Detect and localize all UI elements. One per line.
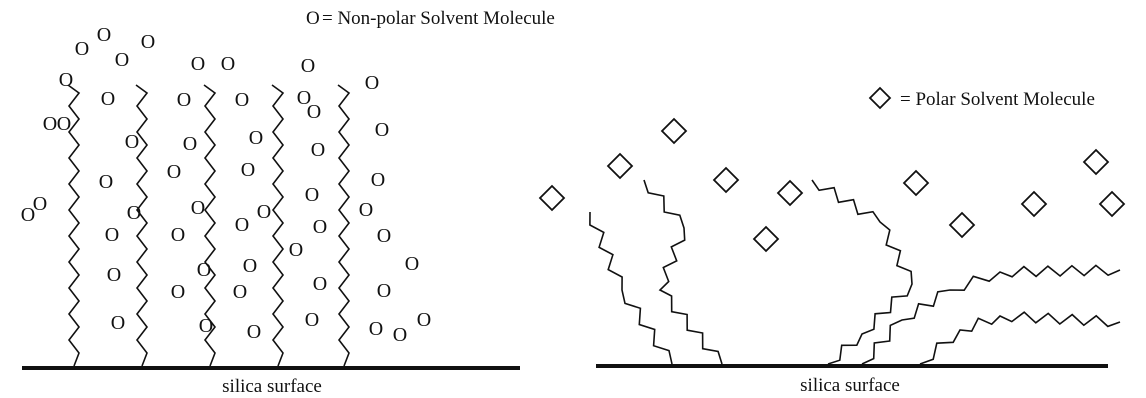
nonpolar-solvent-molecule: O [405, 253, 419, 275]
polar-solvent-molecule-icon [948, 211, 976, 239]
nonpolar-solvent-molecule: O [305, 184, 319, 206]
right-alkyl-chains [589, 179, 1121, 365]
nonpolar-solvent-molecule: O [191, 197, 205, 219]
nonpolar-solvent-molecule: O [243, 255, 257, 277]
nonpolar-solvent-molecule: O [191, 53, 205, 75]
alkyl-chain [589, 211, 673, 365]
alkyl-chain [643, 179, 723, 365]
nonpolar-solvent-molecule: O [417, 309, 431, 331]
nonpolar-solvent-molecule: O [171, 224, 185, 246]
nonpolar-legend-label: = Non-polar Solvent Molecule [322, 8, 555, 29]
polar-solvent-molecule-icon [660, 117, 688, 145]
nonpolar-solvent-molecule: O [235, 214, 249, 236]
polar-solvent-molecules [538, 117, 1126, 253]
alkyl-chain [271, 84, 285, 367]
nonpolar-solvent-molecule: O [313, 273, 327, 295]
polar-solvent-molecule-icon [776, 179, 804, 207]
polar-solvent-molecule-icon [538, 184, 566, 212]
nonpolar-solvent-molecule: O [125, 131, 139, 153]
alkyl-chain [861, 264, 1121, 365]
polar-legend-diamond-icon [868, 86, 892, 110]
left-alkyl-chains [67, 84, 351, 367]
nonpolar-solvent-molecule: O [375, 119, 389, 141]
polar-panel: = Polar Solvent Molecule silica surface [538, 86, 1126, 396]
nonpolar-solvent-molecule: O [377, 225, 391, 247]
nonpolar-solvent-molecule: O [369, 318, 383, 340]
nonpolar-solvent-molecule: O [101, 88, 115, 110]
polar-solvent-molecule-icon [1082, 148, 1110, 176]
nonpolar-solvent-molecule: O [247, 321, 261, 343]
nonpolar-solvent-molecule: O [105, 224, 119, 246]
nonpolar-solvent-molecule: O [249, 127, 263, 149]
polar-solvent-molecule-icon [1098, 190, 1126, 218]
nonpolar-solvent-molecule: O [99, 171, 113, 193]
alkyl-chain [135, 84, 149, 367]
nonpolar-solvent-molecule: O [307, 101, 321, 123]
nonpolar-solvent-molecule: O [377, 280, 391, 302]
nonpolar-solvent-molecule: O [115, 49, 129, 71]
nonpolar-solvent-molecule: O [57, 113, 71, 135]
nonpolar-solvent-molecule: O [241, 159, 255, 181]
nonpolar-solvent-molecule: O [311, 139, 325, 161]
nonpolar-solvent-molecule: O [393, 324, 407, 346]
nonpolar-solvent-molecule: O [289, 239, 303, 261]
nonpolar-legend-symbol: O [306, 8, 320, 29]
nonpolar-solvent-molecule: O [75, 38, 89, 60]
nonpolar-solvent-molecule: O [107, 264, 121, 286]
nonpolar-solvent-molecule: O [111, 312, 125, 334]
nonpolar-solvent-molecule: O [297, 87, 311, 109]
alkyl-chain [203, 84, 217, 367]
nonpolar-solvent-molecule: O [235, 89, 249, 111]
polar-solvent-molecule-icon [1020, 190, 1048, 218]
right-silica-surface-label: silica surface [800, 375, 900, 396]
nonpolar-solvent-molecule: O [365, 72, 379, 94]
nonpolar-solvent-molecule: O [97, 24, 111, 46]
polar-legend-label: = Polar Solvent Molecule [900, 89, 1095, 110]
alkyl-chain [919, 311, 1121, 365]
nonpolar-solvent-molecule: O [257, 201, 271, 223]
nonpolar-solvent-molecule: O [301, 55, 315, 77]
polar-solvent-molecule-icon [902, 169, 930, 197]
alkyl-chain [337, 84, 351, 367]
nonpolar-solvent-molecule: O [33, 193, 47, 215]
alkyl-chain [67, 84, 81, 367]
alkyl-chain [811, 179, 913, 365]
nonpolar-solvent-molecule: O [371, 169, 385, 191]
nonpolar-solvent-molecule: O [221, 53, 235, 75]
left-silica-surface-label: silica surface [222, 376, 322, 397]
nonpolar-solvent-molecule: O [21, 204, 35, 226]
nonpolar-solvent-molecule: O [127, 202, 141, 224]
nonpolar-solvent-molecule: O [199, 315, 213, 337]
nonpolar-solvent-molecule: O [183, 133, 197, 155]
nonpolar-solvent-molecule: O [177, 89, 191, 111]
nonpolar-solvent-molecule: O [359, 199, 373, 221]
polar-solvent-molecule-icon [712, 166, 740, 194]
nonpolar-solvent-molecule: O [171, 281, 185, 303]
nonpolar-solvent-molecule: O [305, 309, 319, 331]
nonpolar-solvent-molecule: O [197, 259, 211, 281]
nonpolar-solvent-molecule: O [313, 216, 327, 238]
nonpolar-solvent-molecule: O [59, 69, 73, 91]
polar-solvent-molecule-icon [606, 152, 634, 180]
nonpolar-solvent-molecule: O [167, 161, 181, 183]
nonpolar-solvent-molecule: O [233, 281, 247, 303]
nonpolar-solvent-molecule: O [43, 113, 57, 135]
polar-solvent-molecule-icon [752, 225, 780, 253]
nonpolar-solvent-molecule: O [141, 31, 155, 53]
